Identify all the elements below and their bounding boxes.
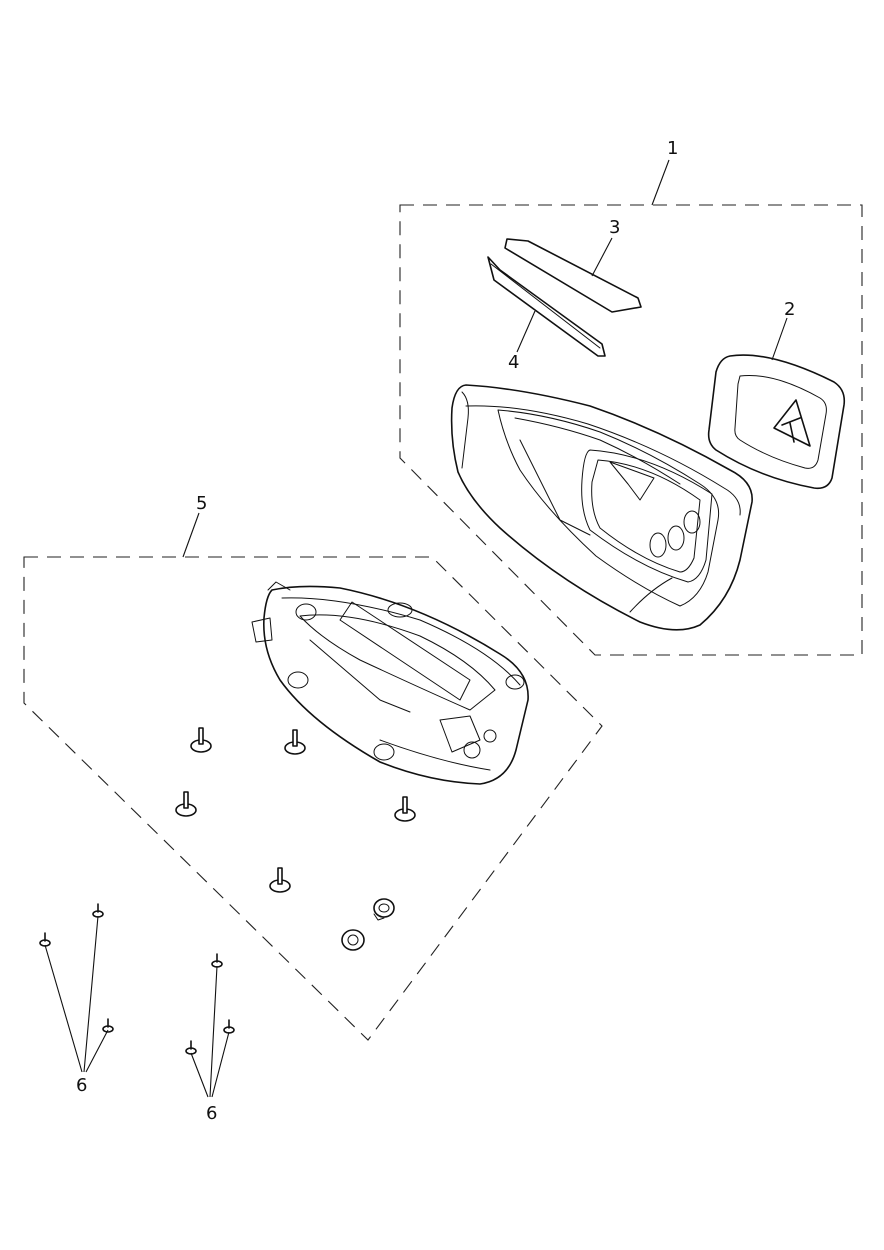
stud (394, 796, 416, 822)
fixing-studs (175, 727, 416, 951)
leader-1 (651, 159, 670, 206)
screw (92, 903, 104, 918)
callout-6-left: 6 (76, 1075, 87, 1096)
callout-2: 2 (784, 299, 795, 320)
leader-lines (44, 159, 788, 1098)
leader-3 (591, 237, 613, 277)
grommet (373, 898, 395, 921)
assembly-5-boundary (23, 556, 603, 1041)
stud (284, 729, 306, 755)
screw (185, 1040, 197, 1055)
stud (269, 867, 291, 893)
leader-5 (182, 512, 200, 558)
seat-base-pan (251, 581, 529, 785)
leader-4 (516, 310, 536, 353)
grommet (341, 929, 365, 951)
stud (190, 727, 212, 753)
screw (39, 932, 51, 947)
screws-6-left (39, 903, 114, 1033)
callout-6-right: 6 (206, 1103, 217, 1124)
screw (223, 1019, 235, 1034)
seat-trim-strip-3 (504, 238, 642, 313)
callout-5: 5 (196, 493, 207, 514)
screw (102, 1018, 114, 1033)
seat (450, 384, 753, 631)
seat-badge-2 (707, 354, 846, 490)
leader-2 (771, 317, 788, 361)
brand-logo-icon (773, 399, 811, 447)
stud (175, 791, 197, 817)
assembly-1-boundary (399, 204, 863, 656)
seat-trim-strip-4 (487, 256, 606, 357)
callout-4: 4 (508, 352, 519, 373)
screw (211, 953, 223, 968)
leader-6-left (44, 915, 109, 1073)
callout-1: 1 (667, 138, 678, 159)
callout-3: 3 (609, 217, 620, 238)
leader-6-right (190, 965, 230, 1098)
